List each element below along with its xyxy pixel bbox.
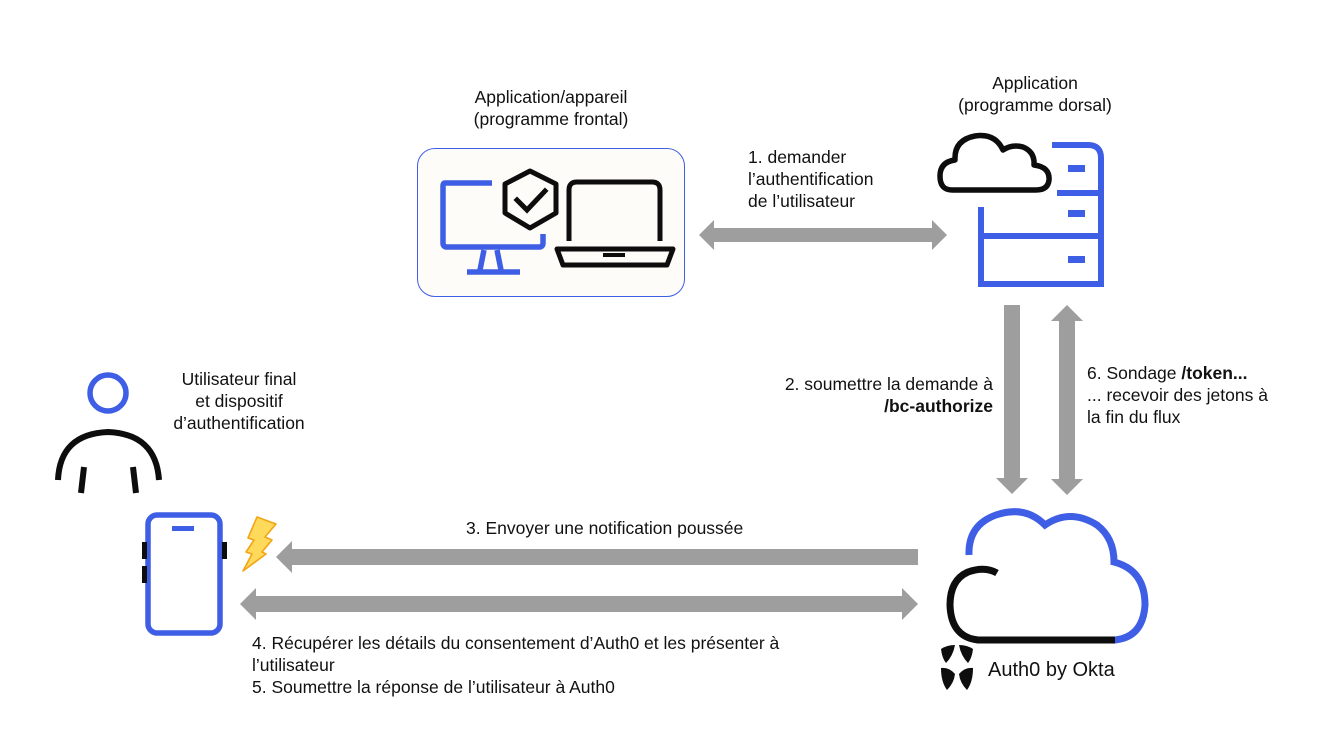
frontend-title-line1: Application/appareil	[474, 87, 628, 107]
step2-label: 2. soumettre la demande à /bc-authorize	[700, 373, 993, 417]
step1-line1: 1. demander	[748, 147, 847, 167]
lightning-bolt-icon	[242, 516, 277, 572]
frontend-app-box	[417, 148, 685, 297]
step4-line2: l’utilisateur	[252, 655, 335, 675]
step3-label: 3. Envoyer une notification poussée	[466, 518, 744, 538]
auth0-shield-logo	[941, 645, 973, 690]
frontend-title-line2: (programme frontal)	[473, 109, 629, 129]
step1-line2: l’authentification	[748, 169, 874, 189]
backend-title: Application (programme dorsal)	[930, 72, 1140, 116]
arrow-step3-left	[276, 541, 918, 573]
step2-line1: 2. soumettre la demande à	[784, 374, 993, 394]
step6-prefix: 6. Sondage	[1087, 363, 1182, 383]
user-title-line3: d’authentification	[173, 413, 305, 433]
arrow-step1-bidirectional	[699, 220, 947, 250]
frontend-title: Application/appareil (programme frontal)	[420, 86, 682, 130]
user-title-line1: Utilisateur final	[181, 369, 297, 389]
backend-title-line2: (programme dorsal)	[958, 95, 1112, 115]
cloud-icon	[946, 508, 1149, 644]
step5-line: 5. Soumettre la réponse de l’utilisateur…	[252, 677, 615, 697]
monitor-icon	[440, 180, 546, 275]
user-title-line2: et dispositif	[195, 391, 283, 411]
arrow-step6-bidirectional	[1051, 305, 1083, 495]
cloud-icon	[937, 132, 1052, 193]
step6-line3: la fin du flux	[1087, 407, 1181, 427]
server-icon	[978, 142, 1104, 287]
step2-endpoint: /bc-authorize	[884, 396, 993, 416]
smartphone-icon	[142, 512, 227, 636]
step4-5-label: 4. Récupérer les détails du consentement…	[252, 632, 779, 698]
auth0-brand-label: Auth0 by Okta	[988, 659, 1115, 681]
step1-label: 1. demander l’authentification de l’util…	[748, 146, 874, 212]
arrow-step4-5-bidirectional	[240, 588, 918, 620]
step6-endpoint: /token...	[1181, 363, 1248, 383]
user-title: Utilisateur final et dispositif d’authen…	[148, 368, 330, 434]
laptop-icon	[554, 179, 676, 268]
step1-line3: de l’utilisateur	[748, 191, 855, 211]
shield-check-icon	[502, 168, 559, 231]
step4-line1: 4. Récupérer les détails du consentement…	[252, 633, 780, 653]
user-icon	[55, 372, 162, 494]
step6-label: 6. Sondage /token... ... recevoir des je…	[1087, 362, 1268, 428]
arrow-step2-down	[996, 305, 1028, 494]
backend-title-line1: Application	[992, 73, 1078, 93]
step6-line2: ... recevoir des jetons à	[1087, 385, 1268, 405]
